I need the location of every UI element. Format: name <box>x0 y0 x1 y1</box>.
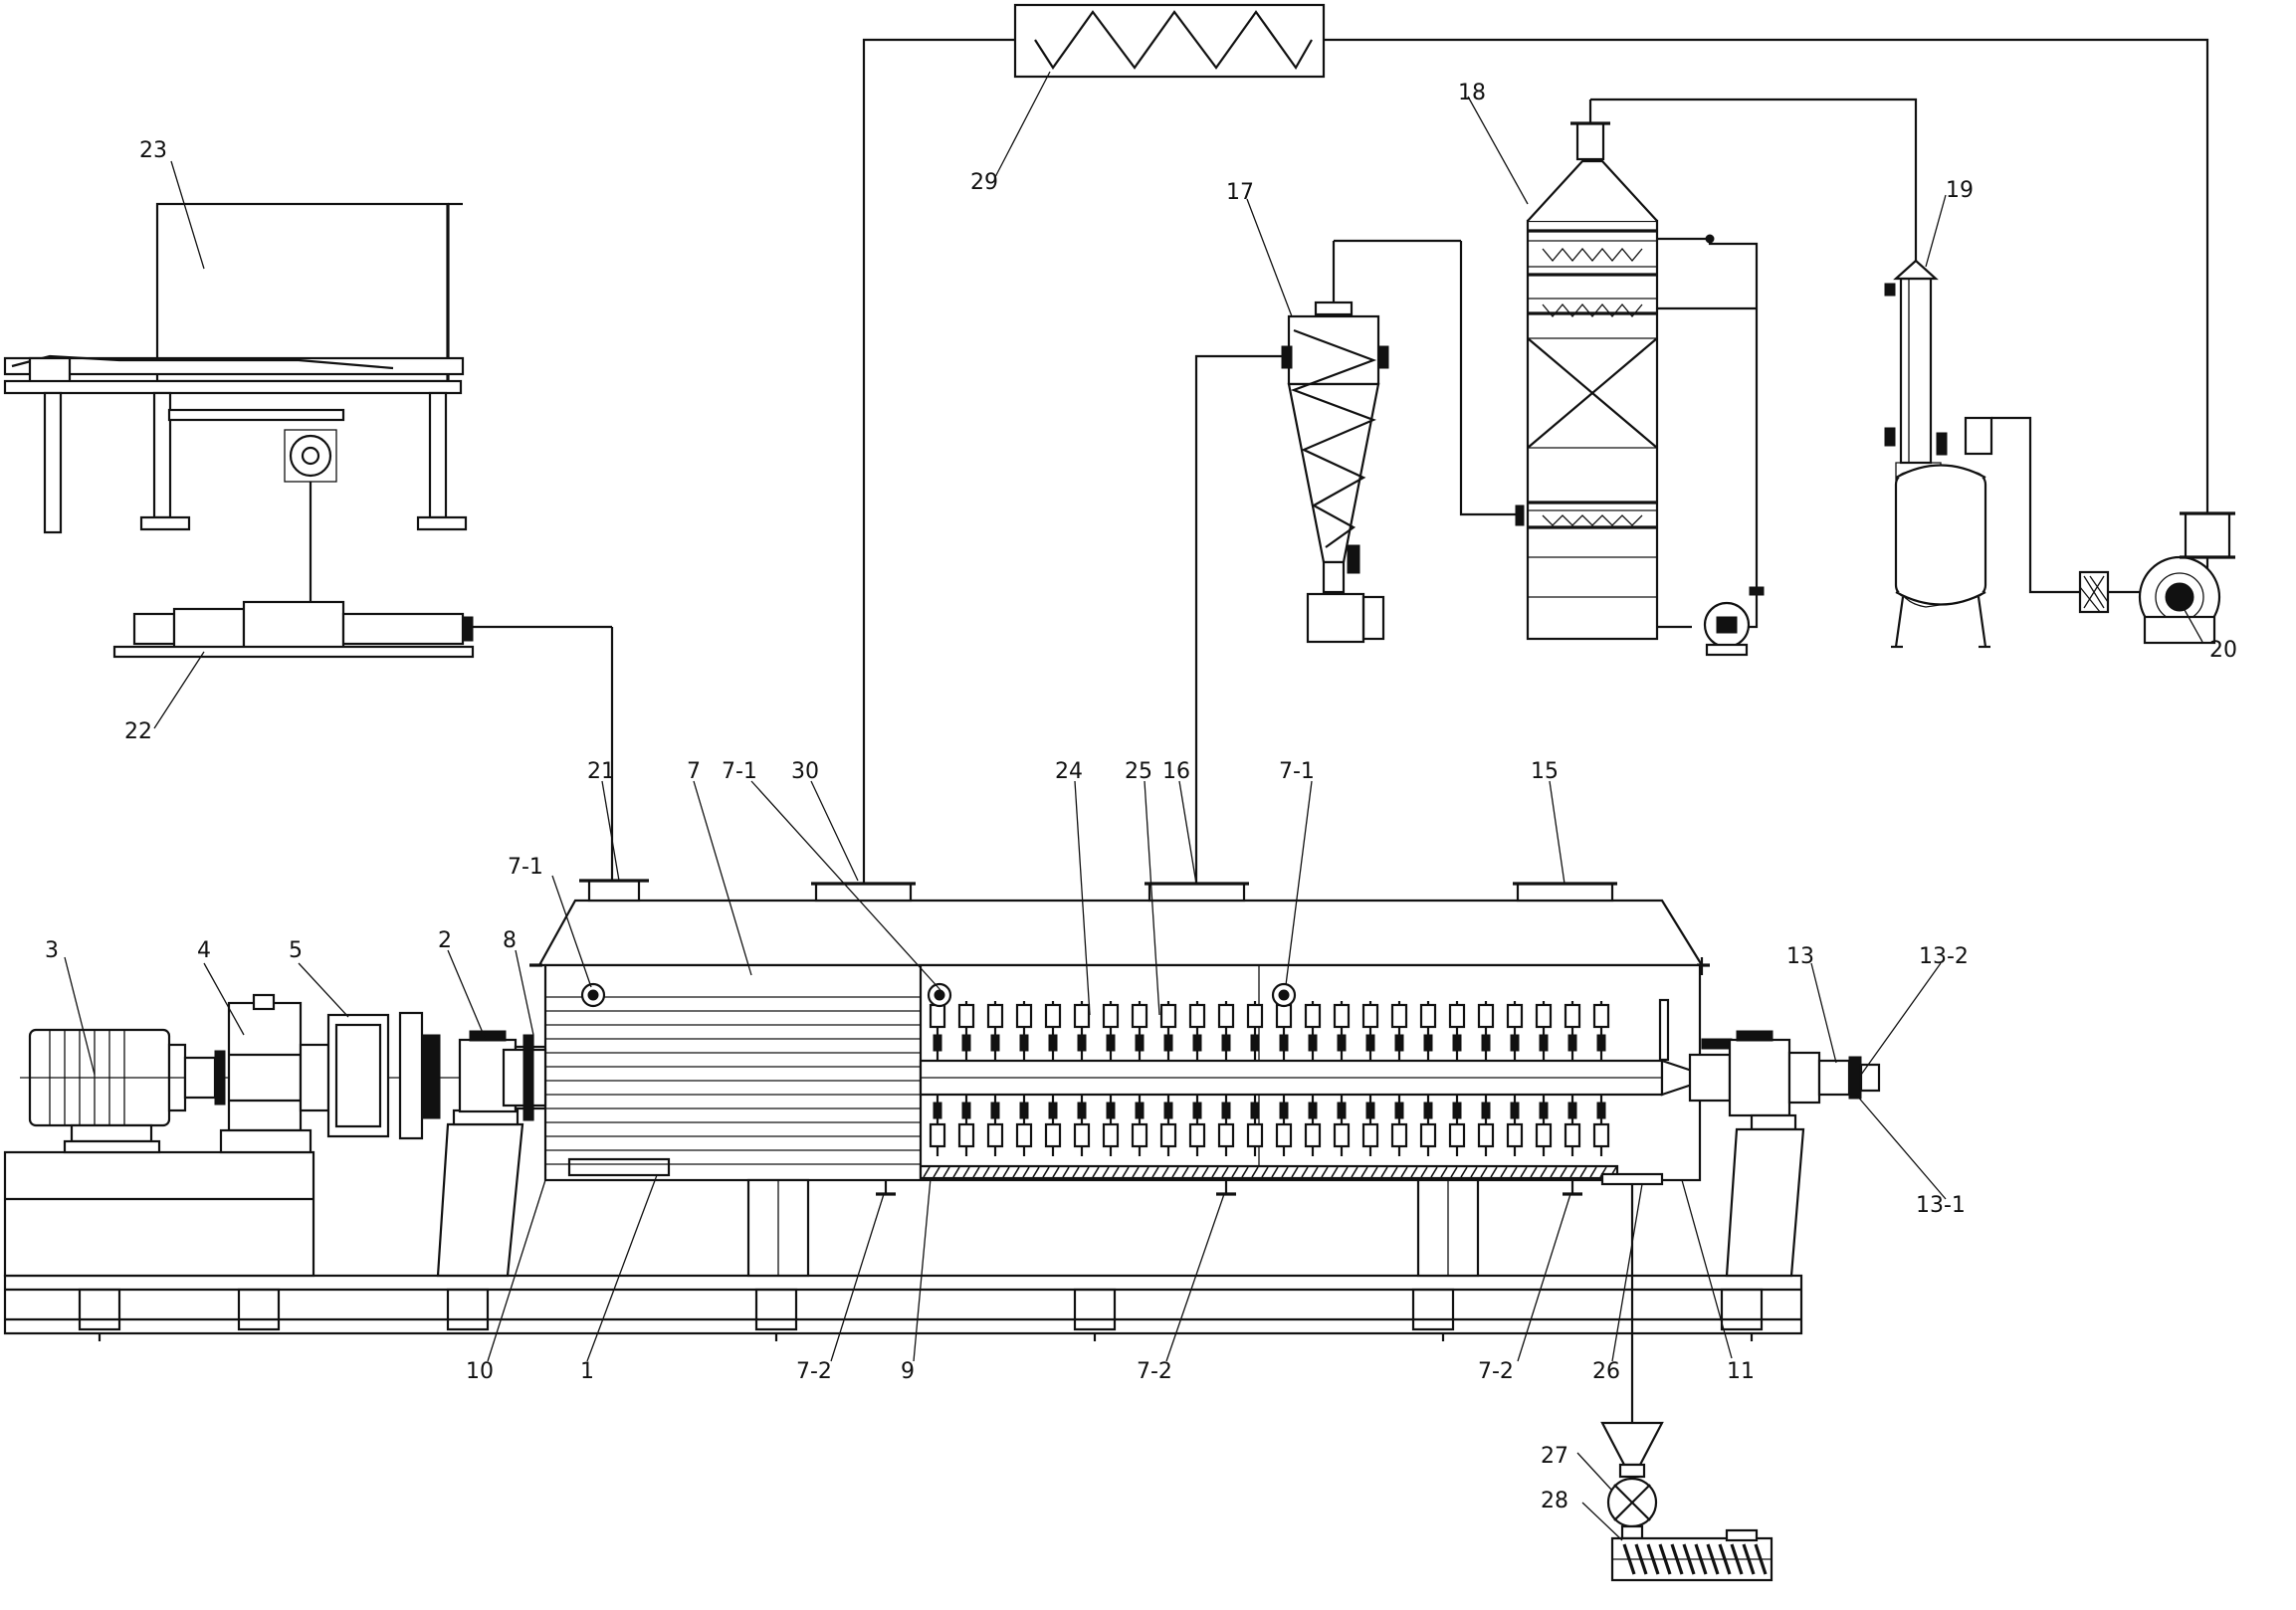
screw-conveyor-28 <box>1610 1528 1774 1582</box>
label-16: 16 <box>1162 759 1190 784</box>
rotary-valve-27 <box>1600 1421 1664 1540</box>
pipe-cyclone-to-scrubber <box>1459 241 1525 526</box>
motor-base <box>3 1150 315 1278</box>
label-4: 4 <box>197 938 211 963</box>
pipe-16 <box>1194 354 1284 884</box>
receiver-tank-19 <box>1891 416 2080 649</box>
bottom-heat-strip-9 <box>919 1164 1619 1180</box>
label-3: 3 <box>45 938 59 963</box>
condenser-19 <box>1884 259 1986 608</box>
cyclone-separator-17 <box>1281 239 1461 644</box>
label-23: 23 <box>139 138 167 163</box>
weir-plate <box>1658 998 1670 1062</box>
condensate-outlet-7-2 <box>876 1180 1582 1196</box>
label-13-2: 13-2 <box>1919 944 1969 969</box>
label-8: 8 <box>503 928 517 953</box>
label-30: 30 <box>791 759 819 784</box>
pipe-to-20 <box>1324 38 2209 513</box>
right-bearing-support <box>1688 1030 1821 1278</box>
label-19: 19 <box>1946 178 1974 203</box>
hollow-shaft <box>919 1059 1694 1097</box>
spray-scrubber-18 <box>1526 98 1918 657</box>
leader-lines <box>64 71 2203 1541</box>
heating-jacket-7 <box>545 996 921 1165</box>
label-21: 21 <box>587 759 615 784</box>
label-7-1-c: 7-1 <box>1279 759 1315 784</box>
roof-nozzles <box>579 879 1617 903</box>
label-27: 27 <box>1541 1444 1568 1469</box>
pipe-30 <box>862 38 1015 884</box>
label-24: 24 <box>1055 759 1083 784</box>
label-26: 26 <box>1592 1359 1620 1384</box>
shaft-seal-left <box>502 1034 547 1121</box>
label-18: 18 <box>1458 81 1486 105</box>
label-10: 10 <box>466 1359 494 1384</box>
screw-pump-22 <box>112 600 614 881</box>
label-17: 17 <box>1226 180 1254 205</box>
label-9: 9 <box>901 1359 915 1384</box>
steam-inlet-7-1 <box>580 982 1297 1008</box>
electric-motor-3 <box>28 1028 187 1154</box>
label-13: 13 <box>1786 944 1814 969</box>
label-11: 11 <box>1727 1359 1755 1384</box>
label-29: 29 <box>970 170 998 195</box>
rotary-joint-13 <box>1817 1056 1881 1100</box>
label-7-1-a: 7-1 <box>722 759 757 784</box>
feed-hopper-23 <box>3 202 468 602</box>
label-1: 1 <box>580 1359 594 1384</box>
label-5: 5 <box>289 938 303 963</box>
gear-reducer-5 <box>299 1011 441 1140</box>
discharge-outlet-26 <box>1600 1172 1664 1423</box>
label-7-1-b: 7-1 <box>508 855 543 880</box>
label-20: 20 <box>2209 638 2237 663</box>
label-7-2-b: 7-2 <box>1137 1359 1172 1384</box>
paddle-blades-24 <box>929 1001 1610 1156</box>
vacuum-pump-20 <box>2078 511 2235 645</box>
label-13-1: 13-1 <box>1916 1193 1966 1218</box>
base-frame <box>3 1274 1803 1341</box>
label-7-2-c: 7-2 <box>1478 1359 1514 1384</box>
label-15: 15 <box>1531 759 1559 784</box>
coupling-4 <box>183 993 313 1154</box>
label-28: 28 <box>1541 1489 1568 1513</box>
label-2: 2 <box>438 928 452 953</box>
label-22: 22 <box>124 719 152 744</box>
heater-29 <box>1013 3 1326 79</box>
label-25: 25 <box>1125 759 1152 784</box>
label-7: 7 <box>687 759 701 784</box>
label-7-2-a: 7-2 <box>796 1359 832 1384</box>
part-labels: 23 22 29 17 18 19 20 21 7 7-1 30 24 25 1… <box>45 81 2237 1513</box>
